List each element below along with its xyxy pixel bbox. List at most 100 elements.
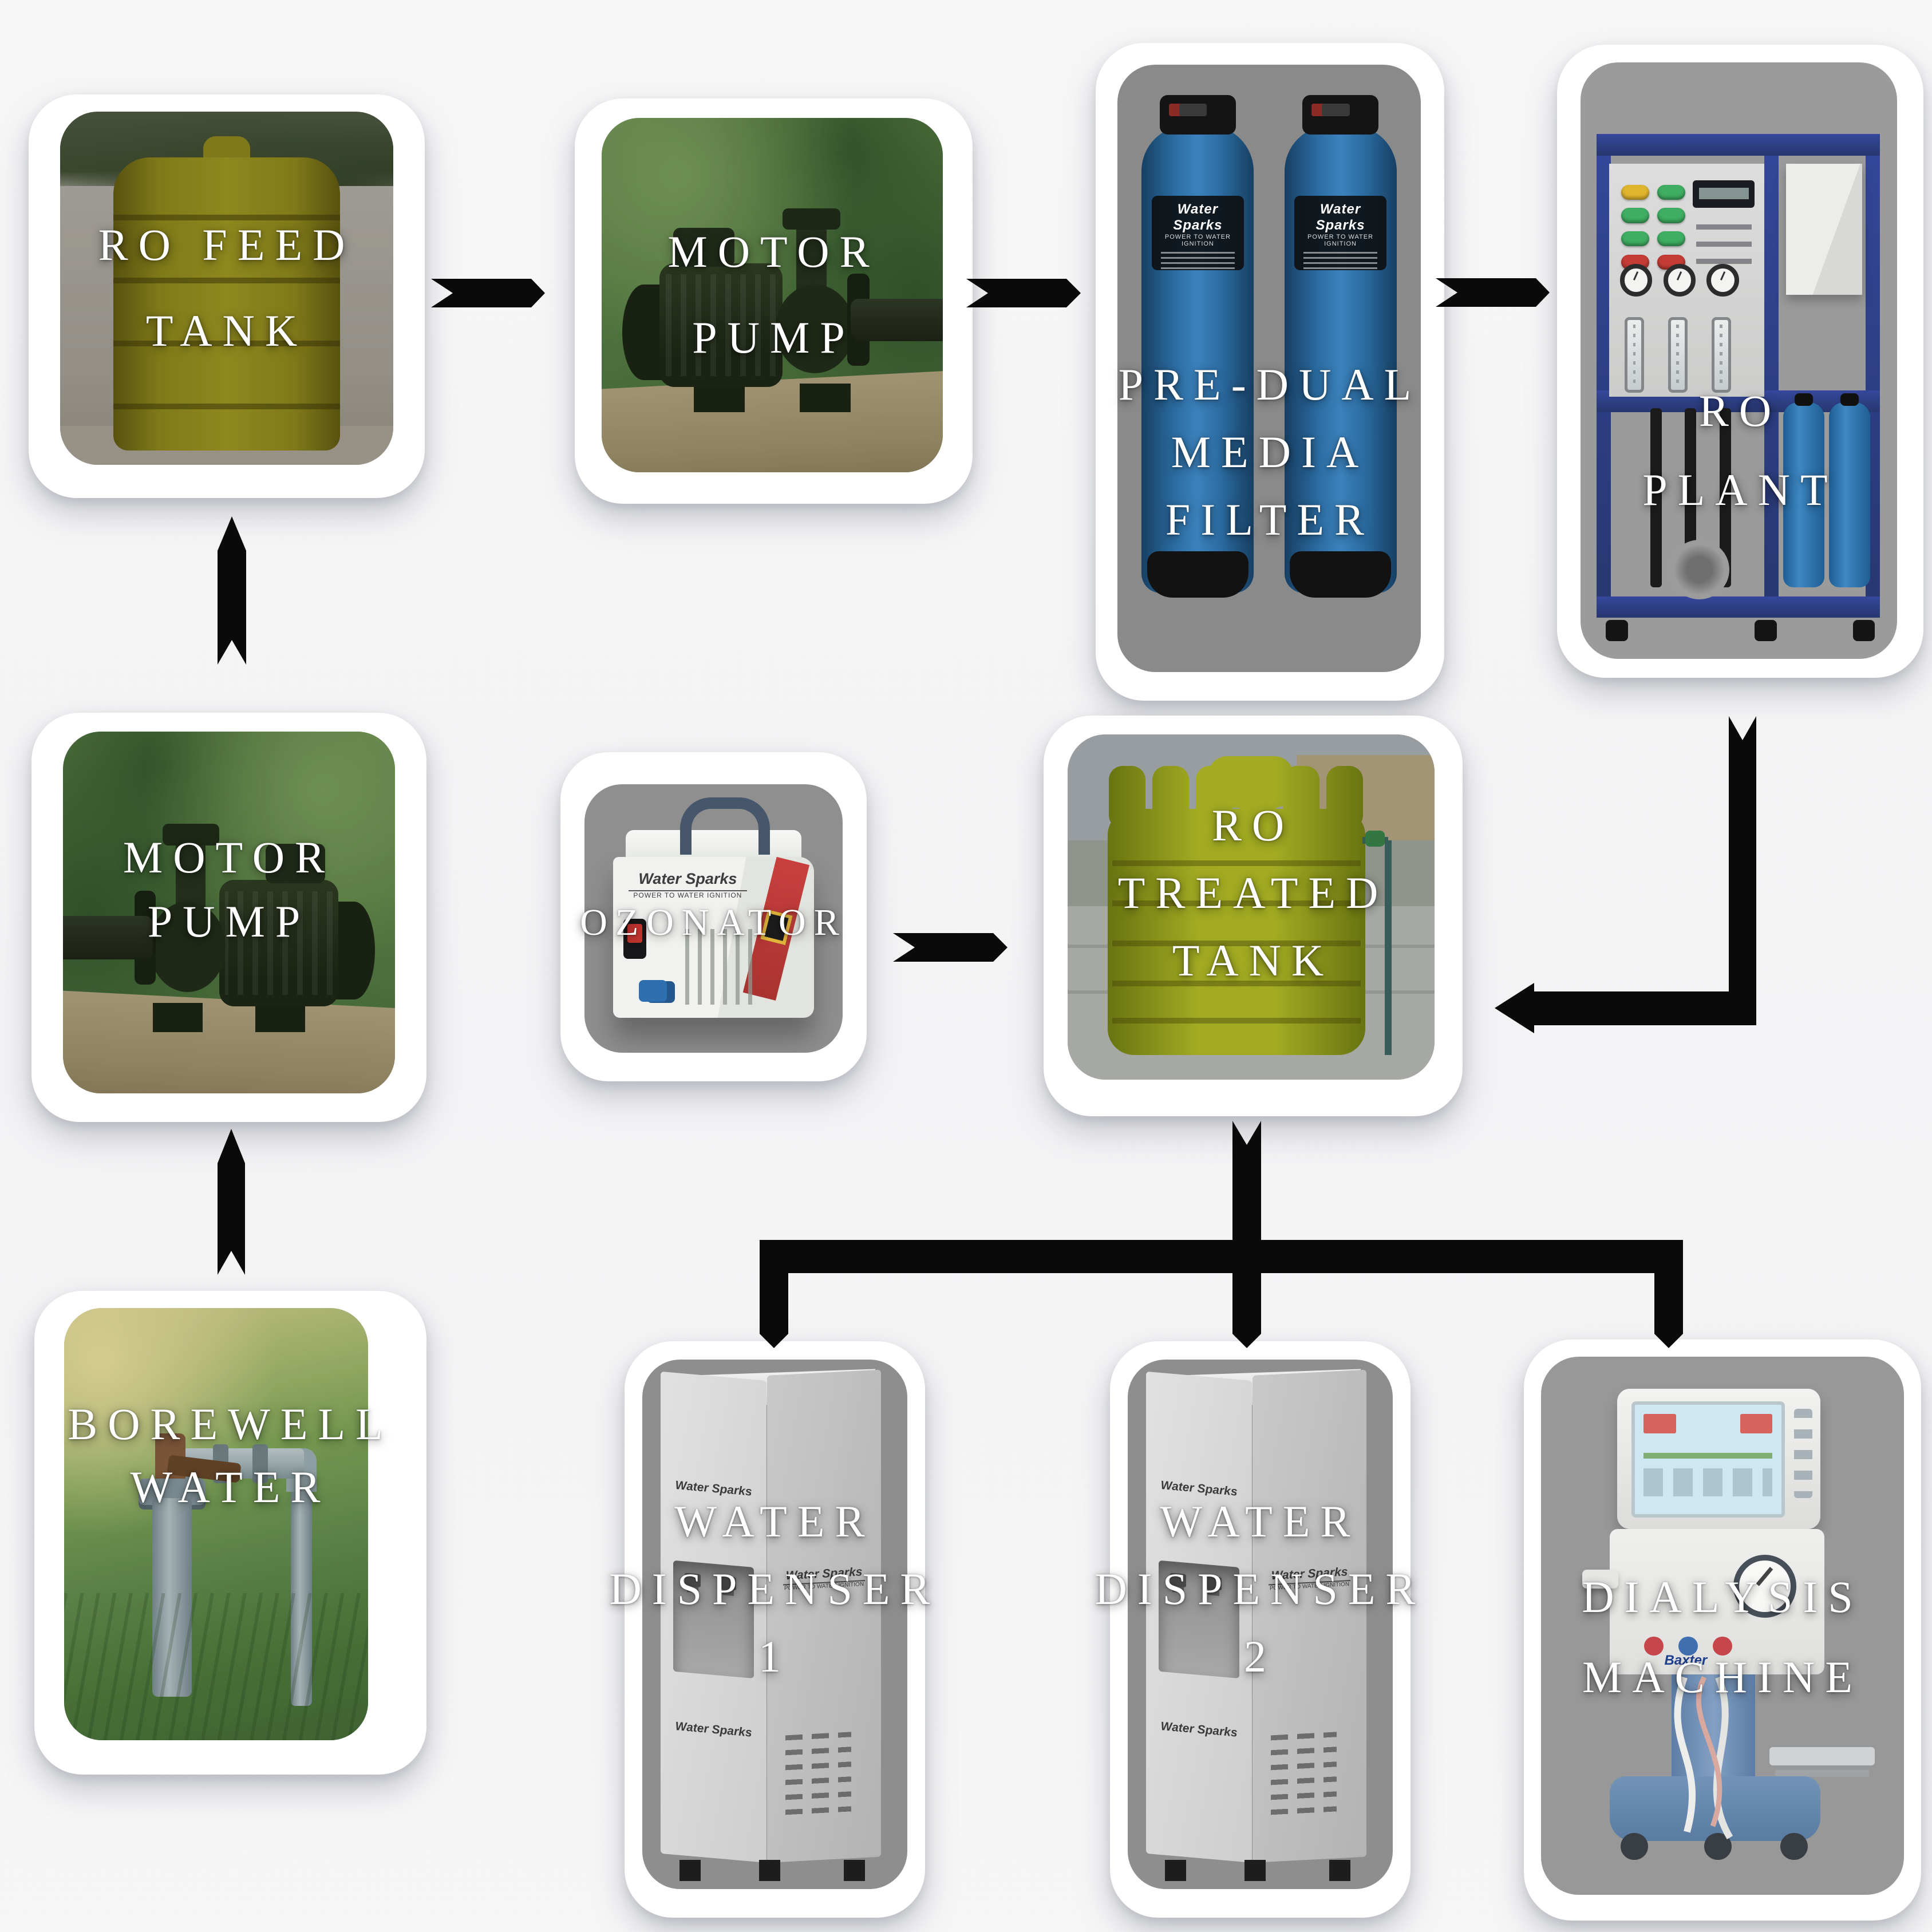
arrow-branch-to-dispenser1 xyxy=(760,1273,788,1348)
frame-beam xyxy=(1596,596,1880,618)
node-ozonator: Water Sparks POWER TO WATER IGNITION OZO… xyxy=(560,752,867,1081)
machine-foot xyxy=(1606,620,1628,641)
cabinet-foot xyxy=(1329,1860,1350,1882)
arrow-filter-to-roplant xyxy=(1436,278,1550,307)
brand-tagline: POWER TO WATER IGNITION xyxy=(628,890,748,899)
brand-tagline: POWER TO WATER IGNITION xyxy=(1164,233,1231,247)
brand-tagline: POWER TO WATER IGNITION xyxy=(1307,233,1374,247)
outlet-pipe xyxy=(851,298,943,341)
ro-feed-tank-photo xyxy=(60,112,393,465)
screen-tag xyxy=(1643,1413,1676,1433)
brand-name: Water Sparks xyxy=(1315,201,1365,233)
borewell-casing xyxy=(152,1498,192,1697)
indicator-lamp-yellow xyxy=(1621,184,1650,200)
port-red xyxy=(1644,1636,1664,1656)
brand-name: Water Sparks xyxy=(675,1720,752,1740)
filter-base xyxy=(1290,551,1391,598)
brand-name: Water Sparks xyxy=(1173,201,1223,233)
frame-beam xyxy=(1764,134,1779,618)
side-buttons xyxy=(1794,1408,1812,1498)
ozonator-top-face xyxy=(626,829,801,860)
terminal-box xyxy=(673,227,735,267)
control-panel xyxy=(1609,164,1764,397)
ozone-outlet-port xyxy=(638,980,667,1002)
pressure-gauge xyxy=(1619,263,1653,297)
brand-block: Water Sparks POWER TO WATER IGNITION xyxy=(628,870,748,899)
filter-label: Water Sparks POWER TO WATER IGNITION xyxy=(1152,195,1244,271)
ozonator-photo: Water Sparks POWER TO WATER IGNITION xyxy=(584,784,843,1053)
machine-foot xyxy=(1852,620,1875,641)
vent-louvers xyxy=(1270,1731,1337,1823)
dosing-unit xyxy=(1786,164,1863,295)
vent-slots xyxy=(685,929,755,1005)
motor-pump-2-photo xyxy=(63,732,395,1093)
caster-wheel xyxy=(1621,1832,1649,1860)
node-pre-dual-media-filter: Water Sparks POWER TO WATER IGNITION Wat… xyxy=(1096,43,1444,701)
frame-beam xyxy=(1596,134,1611,618)
filter-vessel-right: Water Sparks POWER TO WATER IGNITION xyxy=(1284,95,1397,598)
yellow-tank xyxy=(113,157,340,451)
membrane-housing xyxy=(1783,393,1824,587)
filter-label: Water Sparks POWER TO WATER IGNITION xyxy=(1294,195,1386,271)
vent-louvers xyxy=(785,1731,851,1823)
machine-foot xyxy=(1755,620,1777,641)
pump-foot xyxy=(799,384,851,412)
arrow-tank-to-dispenser2 xyxy=(1232,1121,1261,1348)
cabinet-foot xyxy=(679,1860,701,1882)
water-dispenser-1-photo: Water Sparks POWER TO WATER IGNITION Wat… xyxy=(642,1360,907,1889)
branch-bar xyxy=(760,1240,1683,1273)
filter-valve-head xyxy=(1302,95,1379,135)
pump-volute xyxy=(775,284,855,373)
cabinet-foot xyxy=(1244,1860,1266,1882)
port-blue xyxy=(1678,1636,1698,1656)
arrow-borewell-to-pump2 xyxy=(218,1129,245,1275)
cabinet-foot xyxy=(843,1860,865,1882)
screen-trace xyxy=(1643,1453,1773,1459)
flow-meter xyxy=(1624,317,1645,393)
pressure-dial xyxy=(1733,1555,1796,1618)
frame-beam xyxy=(1596,134,1880,156)
grass-texture xyxy=(64,1593,368,1740)
screen-readouts xyxy=(1643,1468,1773,1497)
pipe xyxy=(1720,408,1732,587)
port-red xyxy=(1712,1636,1732,1656)
indicator-lamp-green xyxy=(1657,208,1685,223)
pressure-gauge xyxy=(1663,263,1696,297)
borewell-water-photo xyxy=(64,1308,368,1740)
brand-block: Water Sparks xyxy=(674,1720,754,1740)
node-label: OZONATOR xyxy=(580,902,847,943)
flow-meter xyxy=(1711,317,1731,393)
pump-foot xyxy=(693,384,745,412)
down-pipe xyxy=(290,1468,312,1706)
filter-valve-head xyxy=(1159,95,1236,135)
grass-field-background xyxy=(64,1308,368,1740)
pump-panel xyxy=(1582,1528,1824,1674)
pipe xyxy=(1650,408,1662,587)
carry-handle xyxy=(679,797,771,855)
pressure-gauge xyxy=(1706,263,1740,297)
cabinet-foot xyxy=(1164,1860,1186,1882)
filter-vessel-left: Water Sparks POWER TO WATER IGNITION xyxy=(1141,95,1254,598)
indicator-lamp-green xyxy=(1621,231,1650,247)
flow-meter xyxy=(1668,317,1688,393)
brand-name: Water Sparks xyxy=(638,870,737,888)
treated-tank-art xyxy=(1068,734,1435,1080)
indicator-lamp-green xyxy=(1657,231,1685,247)
digital-display xyxy=(1693,180,1755,208)
brand-name: Water Sparks xyxy=(1161,1720,1238,1740)
arrow-pump2-to-feedtank xyxy=(218,516,246,665)
filter-base xyxy=(1147,551,1249,598)
pump-motor xyxy=(1669,539,1729,599)
